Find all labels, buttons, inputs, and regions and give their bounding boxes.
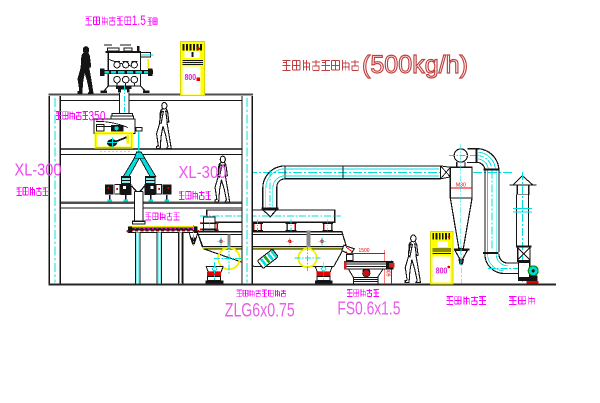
svg-text:350: 350	[89, 109, 106, 124]
svg-text:600: 600	[387, 268, 393, 277]
svg-text:XL-300: XL-300	[179, 162, 227, 182]
svg-text:1500: 1500	[359, 248, 370, 254]
svg-text:FS0.6x1.5: FS0.6x1.5	[337, 298, 400, 318]
svg-text:ZLG6x0.75: ZLG6x0.75	[225, 299, 295, 321]
svg-text:M30: M30	[456, 183, 466, 189]
svg-text:(500kg/h): (500kg/h)	[362, 51, 468, 79]
svg-text:800: 800	[185, 73, 197, 82]
svg-text:800: 800	[436, 267, 448, 276]
svg-text:1.5: 1.5	[132, 13, 146, 28]
svg-text:XL-300: XL-300	[15, 160, 62, 180]
